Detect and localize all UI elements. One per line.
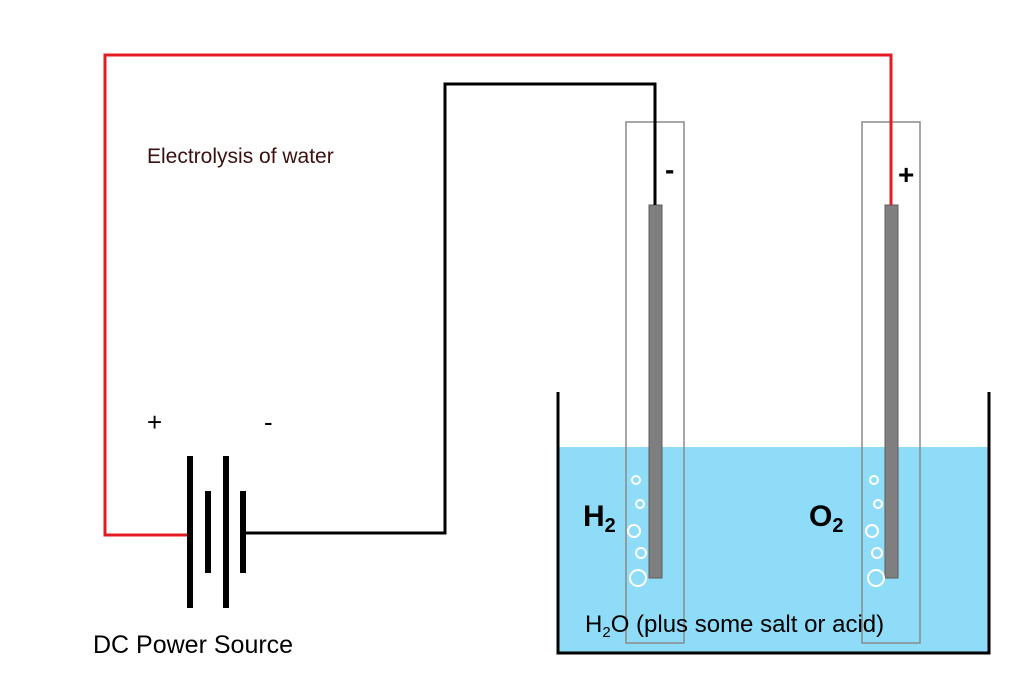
hydrogen-bubbles [627,475,647,587]
hydrogen-label: H2 [583,500,616,537]
negative-wire [244,82,657,535]
solution-label: H2O (plus some salt or acid) [585,611,885,641]
water-fill [558,447,989,653]
battery-symbol [187,456,246,608]
beaker [556,392,991,655]
positive-wire [103,53,893,537]
battery-negative-sign: - [264,407,273,437]
diagram-title: Electrolysis of water [147,145,334,168]
battery-positive-sign: + [147,407,163,437]
power-source-label: DC Power Source [93,631,294,659]
oxygen-label: O2 [809,500,844,537]
anode-sign: + [898,159,915,190]
cathode-electrode [648,204,663,579]
oxygen-bubbles [865,475,885,587]
anode-electrode [884,204,899,579]
cathode-sign: - [665,154,675,185]
